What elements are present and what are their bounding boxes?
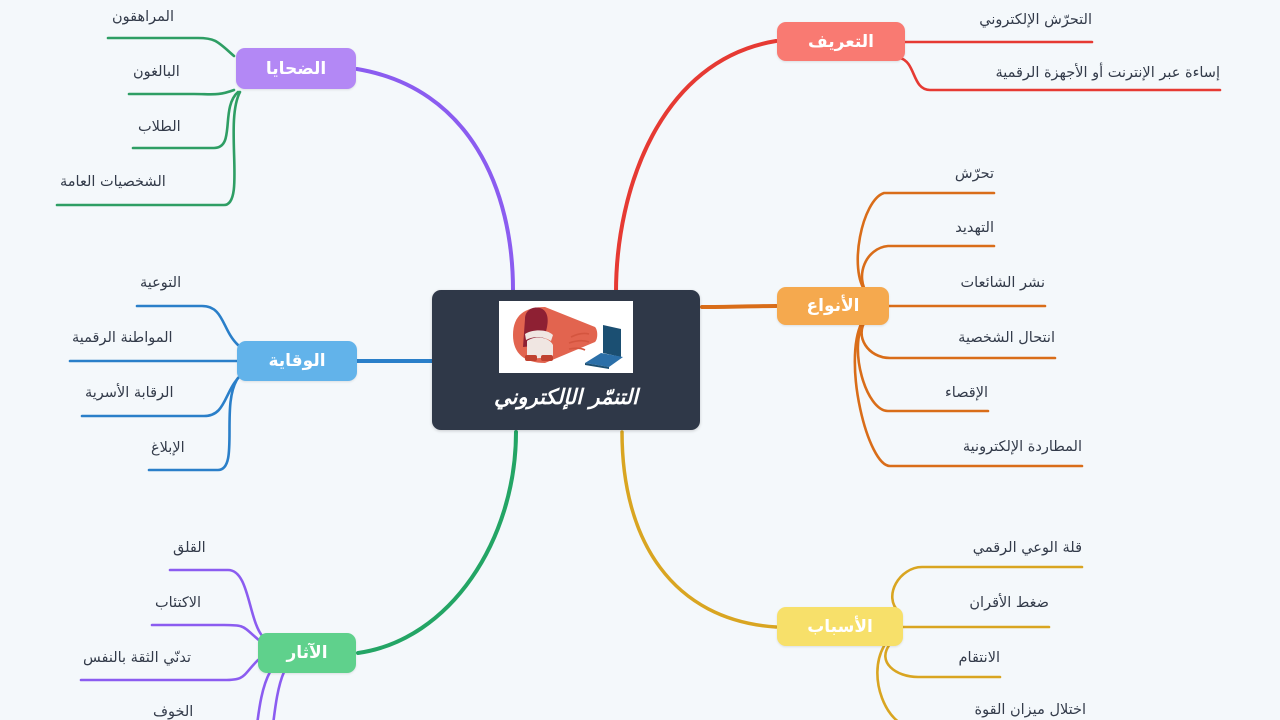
- leaf-definition-1[interactable]: إساءة عبر الإنترنت أو الأجهزة الرقمية: [995, 65, 1220, 81]
- leaf-types-2[interactable]: نشر الشائعات: [960, 275, 1045, 291]
- leaf-causes-2[interactable]: الانتقام: [958, 650, 1000, 666]
- branch-label-types: الأنواع: [806, 296, 860, 316]
- leaf-types-3[interactable]: انتحال الشخصية: [958, 330, 1055, 346]
- leaf-prevention-1[interactable]: المواطنة الرقمية: [72, 330, 173, 346]
- leaf-definition-0[interactable]: التحرّش الإلكتروني: [979, 12, 1092, 28]
- branch-label-definition: التعريف: [808, 31, 874, 52]
- leaf-types-5[interactable]: المطاردة الإلكترونية: [962, 439, 1082, 455]
- leaf-types-1[interactable]: التهديد: [955, 220, 994, 236]
- leaf-victims-0[interactable]: المراهقون: [112, 9, 174, 25]
- cyberbullying-illustration: [499, 301, 633, 373]
- leaf-effects-2[interactable]: تدنّي الثقة بالنفس: [83, 650, 191, 666]
- leaf-prevention-3[interactable]: الإبلاغ: [151, 440, 185, 456]
- leaf-victims-2[interactable]: الطلاب: [138, 119, 181, 135]
- branch-chip-effects[interactable]: الآثار: [258, 633, 356, 673]
- leaf-victims-3[interactable]: الشخصيات العامة: [60, 174, 166, 190]
- leaf-types-4[interactable]: الإقصاء: [944, 385, 988, 401]
- branch-label-victims: الضحايا: [265, 58, 327, 79]
- leaf-effects-1[interactable]: الاكتئاب: [155, 595, 202, 611]
- branch-chip-prevention[interactable]: الوقاية: [237, 341, 357, 381]
- branch-label-effects: الآثار: [286, 643, 328, 663]
- branch-label-causes: الأسباب: [807, 616, 873, 637]
- leaf-causes-0[interactable]: قلة الوعي الرقمي: [972, 540, 1082, 556]
- branch-chip-causes[interactable]: الأسباب: [777, 607, 903, 646]
- center-title: التنمّر الإلكتروني: [494, 385, 638, 409]
- center-node[interactable]: التنمّر الإلكتروني: [432, 290, 700, 430]
- leaf-causes-3[interactable]: اختلال ميزان القوة: [974, 702, 1086, 718]
- branch-chip-victims[interactable]: الضحايا: [236, 48, 356, 89]
- leaf-prevention-0[interactable]: التوعية: [140, 275, 182, 291]
- leaf-prevention-2[interactable]: الرقابة الأسرية: [85, 385, 174, 401]
- branch-label-prevention: الوقاية: [268, 351, 326, 371]
- leaf-victims-1[interactable]: البالغون: [133, 64, 180, 80]
- leaf-effects-3[interactable]: الخوف: [153, 704, 194, 720]
- leaf-types-0[interactable]: تحرّش: [954, 166, 994, 182]
- leaf-effects-0[interactable]: القلق: [173, 540, 206, 556]
- branch-chip-types[interactable]: الأنواع: [777, 287, 889, 325]
- leaf-causes-1[interactable]: ضغط الأقران: [969, 595, 1049, 611]
- branch-chip-definition[interactable]: التعريف: [777, 22, 905, 61]
